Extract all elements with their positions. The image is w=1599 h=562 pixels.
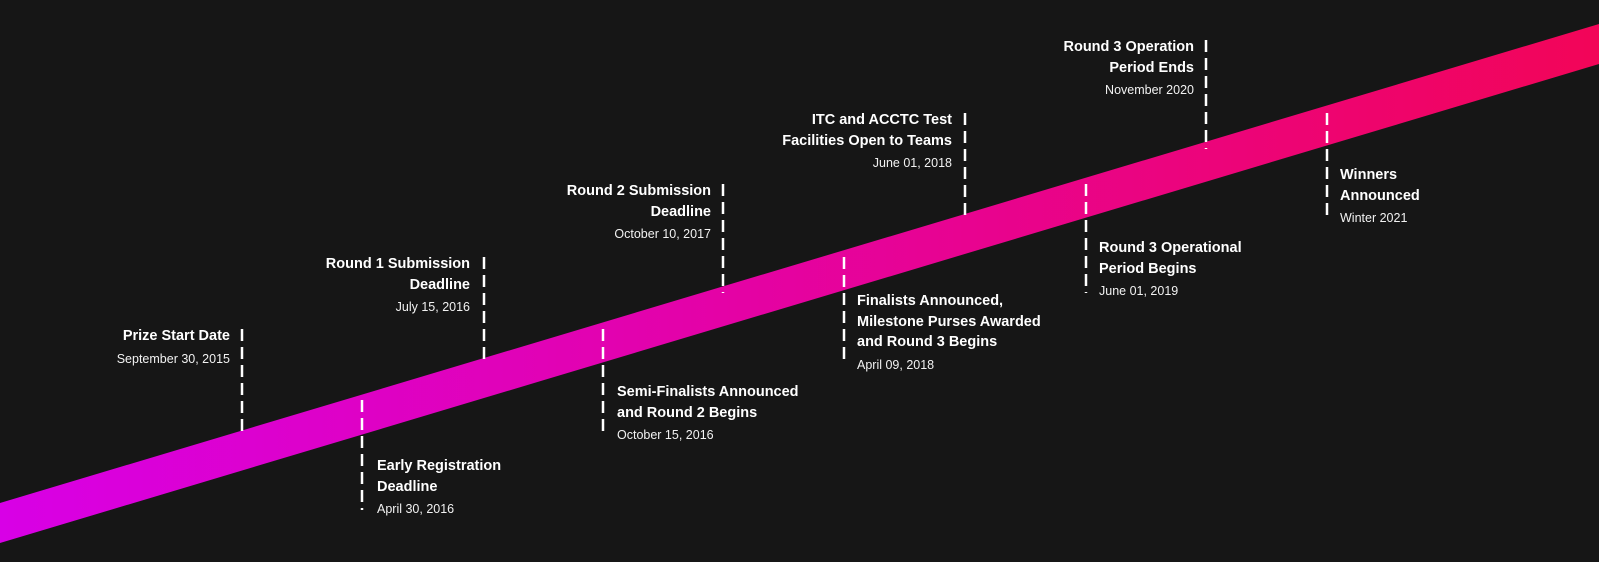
event-title: Facilities Open to Teams [782, 132, 952, 149]
event-title: and Round 3 Begins [857, 334, 998, 350]
event-title: Round 1 Submission [325, 256, 470, 272]
event-date: July 15, 2016 [395, 300, 470, 314]
event-title: Deadline [377, 478, 438, 495]
timeline-band [0, 24, 1599, 543]
event-title: Announced [1340, 187, 1420, 204]
event-date: October 10, 2017 [614, 227, 711, 241]
event-title: Round 3 Operation [1063, 39, 1195, 55]
event-date: June 01, 2018 [872, 156, 952, 170]
event-date: April 30, 2016 [377, 502, 455, 516]
event-title: Semi-Finalists Announced [617, 384, 799, 400]
timeline-markers [240, 40, 1329, 510]
event-title: Deadline [409, 276, 470, 293]
event-title: Deadline [650, 203, 711, 220]
event-title: Milestone Purses Awarded [857, 313, 1041, 330]
event-label-finalists-announced: Finalists Announced, Milestone Purses Awa… [857, 291, 1041, 374]
event-title: Prize Start Date [122, 328, 230, 344]
event-title: Round 3 Operational [1099, 240, 1242, 256]
event-date: October 15, 2016 [617, 428, 714, 442]
event-date: April 09, 2018 [857, 357, 935, 372]
event-date: Winter 2021 [1340, 211, 1408, 225]
event-title: and Round 2 Begins [617, 404, 758, 421]
event-date: November 2020 [1105, 83, 1194, 97]
event-title: Early Registration [377, 458, 502, 474]
event-title: ITC and ACCTC Test [811, 112, 952, 128]
event-title: Period Ends [1109, 59, 1194, 76]
event-date: June 01, 2019 [1099, 284, 1179, 298]
event-title: Winners [1340, 167, 1398, 183]
event-date: September 30, 2015 [116, 351, 230, 366]
event-label-semi-finalists: Semi-Finalists Announced and Round 2 Begi… [617, 382, 799, 444]
event-title: Finalists Announced, [857, 293, 1004, 309]
event-title: Round 2 Submission [566, 183, 711, 199]
event-title: Period Begins [1099, 260, 1197, 277]
